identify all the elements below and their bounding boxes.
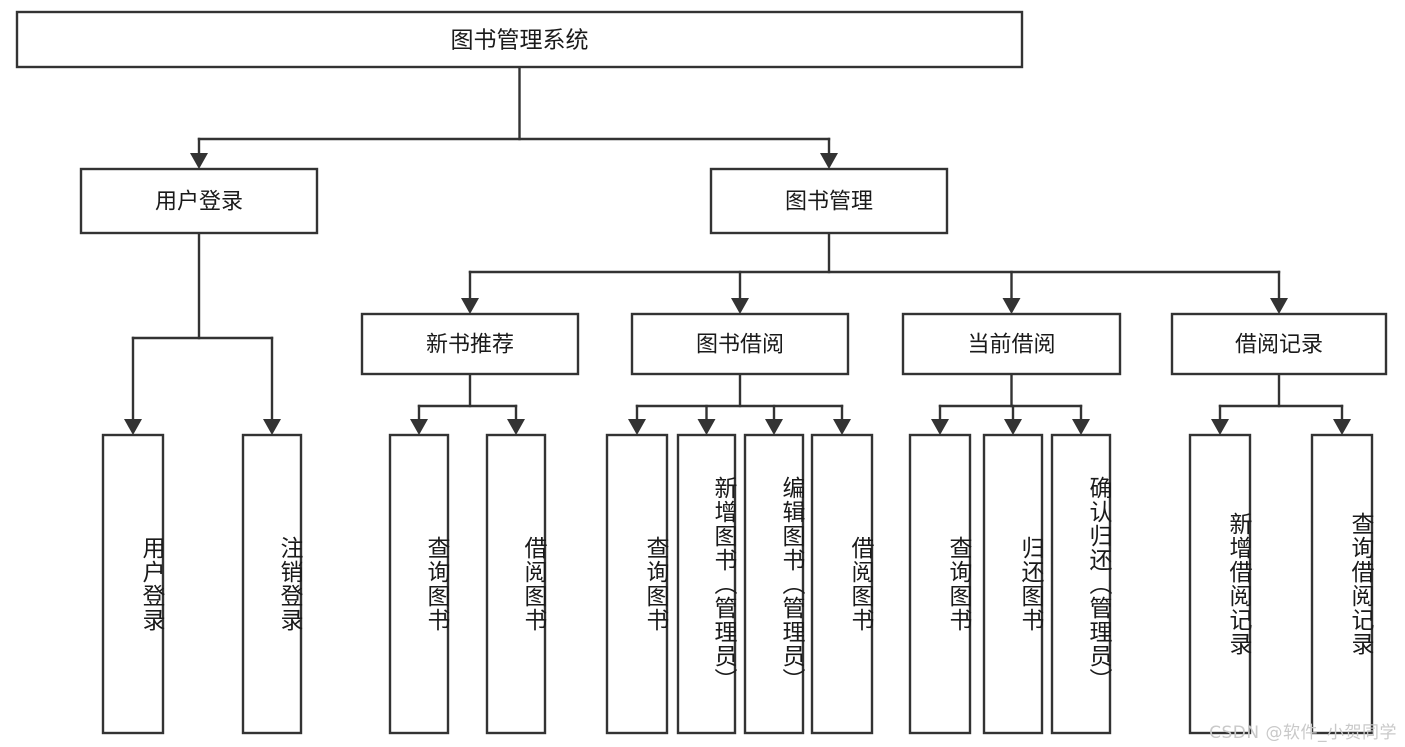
node-box-leaf-user-login[interactable] (101, 433, 165, 735)
node-box-leaf-logout[interactable] (241, 433, 303, 735)
node-box-current-borrow[interactable] (901, 312, 1122, 376)
node-label-book-manage: 图书管理 (785, 190, 873, 215)
edge-user-login-leaf-logout-arrowhead (263, 419, 281, 435)
csdn-watermark: CSDN @软件_小贺同学 (1209, 723, 1397, 743)
node-box-leaf-edit-book[interactable] (743, 433, 805, 735)
node-box-leaf-query-record[interactable] (1310, 433, 1374, 735)
node-box-leaf-query-book-3[interactable] (908, 433, 972, 735)
node-label-user-login: 用户登录 (155, 190, 243, 215)
node-box-leaf-add-record[interactable] (1188, 433, 1252, 735)
edge-new-book-rec-leaf-query-book-1-arrowhead (410, 419, 428, 435)
node-box-leaf-borrow-book-1[interactable] (485, 433, 547, 735)
edge-bookmanage-borrow-record-arrowhead (1270, 298, 1288, 314)
node-box-root[interactable] (15, 10, 1024, 69)
node-box-leaf-add-book[interactable] (676, 433, 737, 735)
edge-book-borrow-leaf-edit-book-arrowhead (765, 419, 783, 435)
node-box-book-manage[interactable] (709, 167, 949, 235)
edge-current-borrow-leaf-confirm-return-arrowhead (1072, 419, 1090, 435)
node-box-leaf-borrow-book-2[interactable] (810, 433, 874, 735)
node-box-leaf-return-book[interactable] (982, 433, 1044, 735)
node-boxes (15, 10, 1388, 735)
edge-current-borrow-leaf-return-book-arrowhead (1004, 419, 1022, 435)
node-label-current-borrow: 当前借阅 (967, 333, 1055, 358)
node-box-new-book-rec[interactable] (360, 312, 580, 376)
edge-book-borrow-leaf-query-book-2-arrowhead (628, 419, 646, 435)
node-box-leaf-query-book-1[interactable] (388, 433, 450, 735)
node-label-root: 图书管理系统 (451, 28, 589, 54)
edge-root-book-manage-arrowhead (820, 153, 838, 169)
node-box-leaf-confirm-return[interactable] (1050, 433, 1112, 735)
edge-bookmanage-book-borrow-arrowhead (731, 298, 749, 314)
edge-new-book-rec-leaf-borrow-book-1-arrowhead (507, 419, 525, 435)
edge-book-borrow-leaf-borrow-book-2-arrowhead (833, 419, 851, 435)
edge-current-borrow-leaf-query-book-3-arrowhead (931, 419, 949, 435)
connector-lines (124, 65, 1351, 435)
edge-root-user-login-arrowhead (190, 153, 208, 169)
node-box-leaf-query-book-2[interactable] (605, 433, 669, 735)
edge-borrow-record-leaf-query-record-arrowhead (1333, 419, 1351, 435)
edge-bookmanage-current-borrow-arrowhead (1002, 298, 1021, 314)
node-box-borrow-record[interactable] (1170, 312, 1388, 376)
edge-bookmanage-new-book-rec-arrowhead (461, 298, 479, 314)
node-label-borrow-record: 借阅记录 (1235, 333, 1323, 358)
edge-borrow-record-leaf-add-record-arrowhead (1211, 419, 1229, 435)
node-box-user-login[interactable] (79, 167, 319, 235)
node-label-new-book-rec: 新书推荐 (426, 333, 514, 358)
node-box-book-borrow[interactable] (630, 312, 850, 376)
edge-user-login-leaf-user-login-arrowhead (124, 419, 142, 435)
edge-book-borrow-leaf-add-book-arrowhead (697, 419, 716, 435)
node-label-book-borrow: 图书借阅 (696, 333, 784, 358)
